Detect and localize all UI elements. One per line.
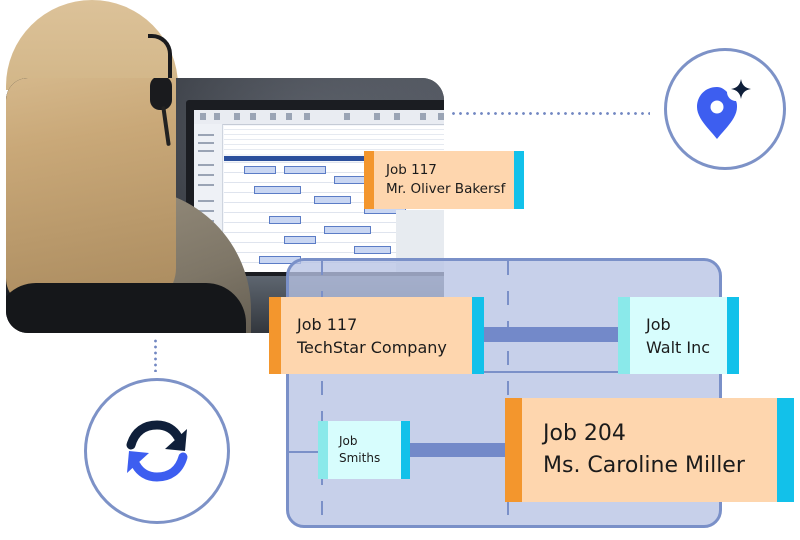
job-title: Job 117 — [297, 314, 358, 334]
job-title: Job 204 — [543, 421, 626, 446]
job-card-status-bar — [505, 398, 522, 502]
job-card-resize-handle[interactable] — [472, 297, 484, 374]
job-dependency-link — [410, 443, 505, 457]
job-dependency-link — [484, 327, 618, 342]
job-title: Job 117 — [386, 162, 437, 178]
job-title: Job — [646, 314, 671, 334]
job-card-resize-handle[interactable] — [401, 421, 410, 479]
dotted-connector-vertical — [154, 338, 157, 372]
job-card[interactable]: Job Walt Inc — [618, 297, 739, 374]
job-card[interactable]: Job 117 TechStar Company — [269, 297, 484, 374]
job-client: Walt Inc — [646, 337, 711, 357]
job-card-resize-handle[interactable] — [514, 151, 524, 209]
row-divider — [289, 371, 719, 373]
app-gantt-header — [224, 156, 444, 161]
location-icon-badge — [664, 48, 786, 170]
chair — [6, 283, 246, 333]
job-card-resize-handle[interactable] — [777, 398, 794, 502]
photo-person-hair-lower — [6, 78, 176, 308]
sync-icon-badge — [84, 378, 230, 524]
job-card-status-bar — [269, 297, 281, 374]
time-gridline — [507, 261, 509, 525]
job-client: Ms. Caroline Miller — [543, 453, 745, 478]
job-card-status-bar — [618, 297, 630, 374]
job-title: Job — [339, 434, 358, 448]
job-card-status-bar — [318, 421, 328, 479]
dotted-connector-horizontal — [450, 112, 650, 115]
app-ribbon — [194, 110, 444, 125]
headset-earpiece — [150, 78, 172, 110]
time-gridline — [321, 261, 323, 525]
map-pin-sparkle-icon — [697, 79, 751, 139]
job-card-status-bar — [364, 151, 374, 209]
app-job-table — [224, 126, 444, 154]
job-card[interactable]: Job 117 Mr. Oliver Bakersf — [364, 151, 524, 209]
sync-arrows-icon — [126, 420, 188, 482]
job-card-resize-handle[interactable] — [727, 297, 739, 374]
job-card[interactable]: Job Smiths — [318, 421, 410, 479]
job-client: Smiths — [339, 451, 381, 465]
job-card[interactable]: Job 204 Ms. Caroline Miller — [505, 398, 794, 502]
job-client: TechStar Company — [297, 337, 447, 357]
job-client: Mr. Oliver Bakersf — [386, 181, 506, 197]
